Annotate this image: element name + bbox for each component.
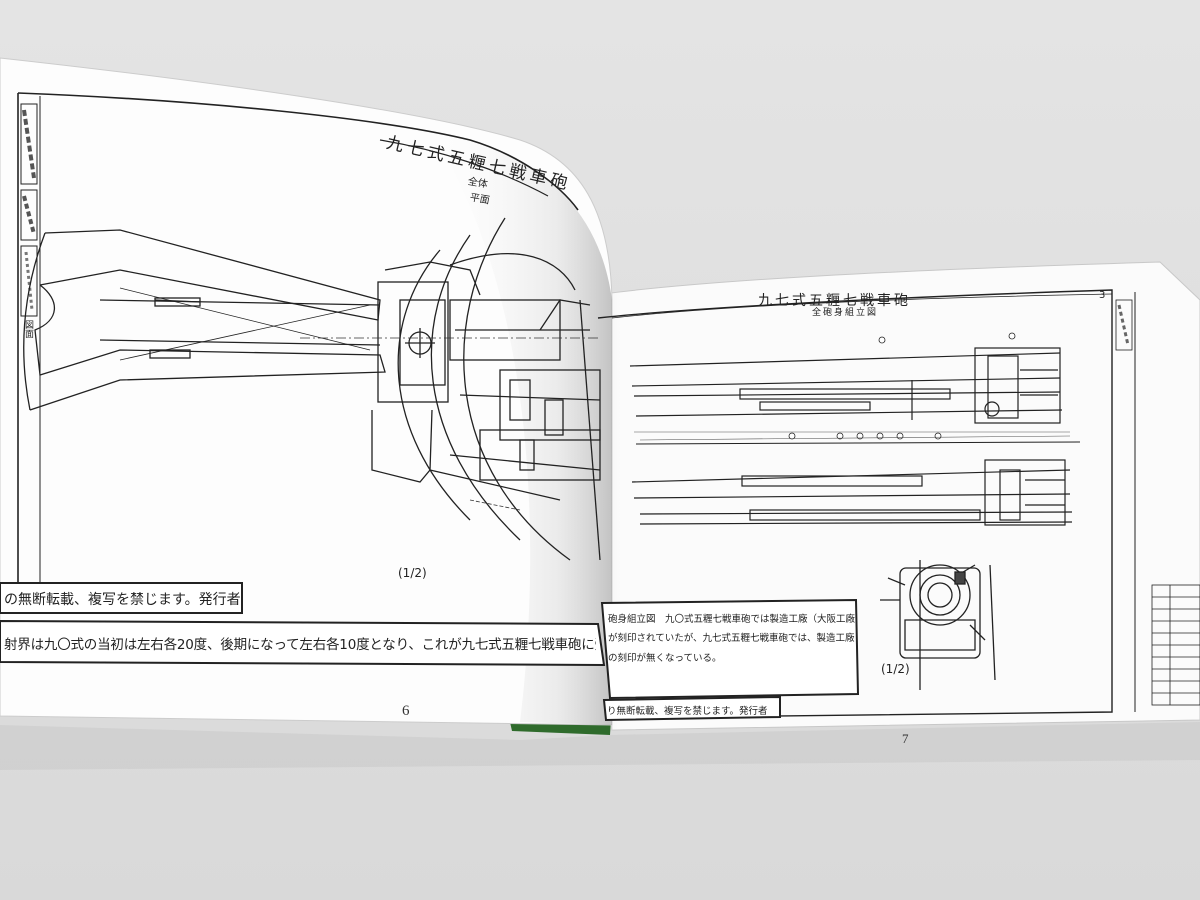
- right-caption-line-3: の刻印が無くなっている。: [608, 653, 722, 664]
- breech-end-view: [880, 560, 996, 690]
- left-caption: 射界は九〇式の当初は左右各20度、後期になって左右各10度となり、これが九七式五…: [4, 637, 596, 653]
- right-page-number: 7: [902, 731, 909, 746]
- parts-table: [1151, 584, 1200, 706]
- right-caption-line-2: が刻印されていたが、九七式五糎七戦車砲では、製造工廠: [608, 633, 855, 644]
- left-scale: (1/2): [398, 566, 427, 580]
- left-sub-label-2: 平面: [468, 192, 491, 207]
- right-barrel-drawing-top: [629, 347, 1063, 424]
- left-page-number: 6: [402, 703, 410, 719]
- left-sub-label-1: 全体: [466, 176, 489, 191]
- right-caption-line-1: 砲身組立図 九〇式五糎七戦車砲では製造工廠（大阪工廠: [608, 614, 856, 625]
- right-frame: [597, 289, 1113, 719]
- right-notice-box: [602, 695, 781, 722]
- right-barrel-drawing-bottom: [631, 459, 1073, 526]
- right-page-subtitle: 全砲身組立図: [812, 308, 879, 318]
- right-caption-box: [600, 598, 860, 700]
- right-notice: り無断転載、複写を禁じます。発行者: [607, 706, 768, 717]
- book-shadow: [0, 722, 1200, 770]
- right-corner-number: 3: [1099, 290, 1106, 301]
- left-frame-top: [17, 92, 579, 211]
- left-page: [0, 57, 613, 726]
- left-caption-box: [0, 619, 606, 667]
- right-page-title: 九七式五糎七戦車砲: [758, 293, 911, 309]
- left-side-label: 図面: [23, 320, 33, 338]
- left-cannon-drawing: [23, 217, 601, 561]
- right-scale: (1/2): [881, 662, 910, 676]
- left-notice: の無断転載、複写を禁じます。発行者: [4, 592, 241, 608]
- left-notice-box: [0, 582, 243, 614]
